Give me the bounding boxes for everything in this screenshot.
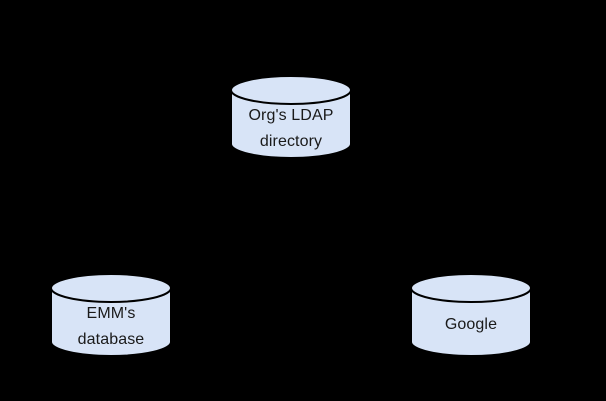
- database-cylinder-icon: [50, 273, 172, 357]
- node-label-line: database: [77, 331, 145, 348]
- node-google: Google: [410, 273, 532, 357]
- database-cylinder-icon: [230, 75, 352, 159]
- node-label: Google: [410, 312, 532, 338]
- node-emm-database: EMM's database: [50, 273, 172, 357]
- node-label-line: EMM's: [86, 305, 136, 322]
- database-cylinder-icon: [410, 273, 532, 357]
- node-org-ldap-directory: Org's LDAP directory: [230, 75, 352, 159]
- node-label: Org's LDAP directory: [230, 103, 352, 155]
- node-label: EMM's database: [50, 301, 172, 353]
- node-label-line: Google: [444, 316, 498, 333]
- node-label-line: directory: [259, 133, 323, 150]
- node-label-line: Org's LDAP: [248, 107, 334, 124]
